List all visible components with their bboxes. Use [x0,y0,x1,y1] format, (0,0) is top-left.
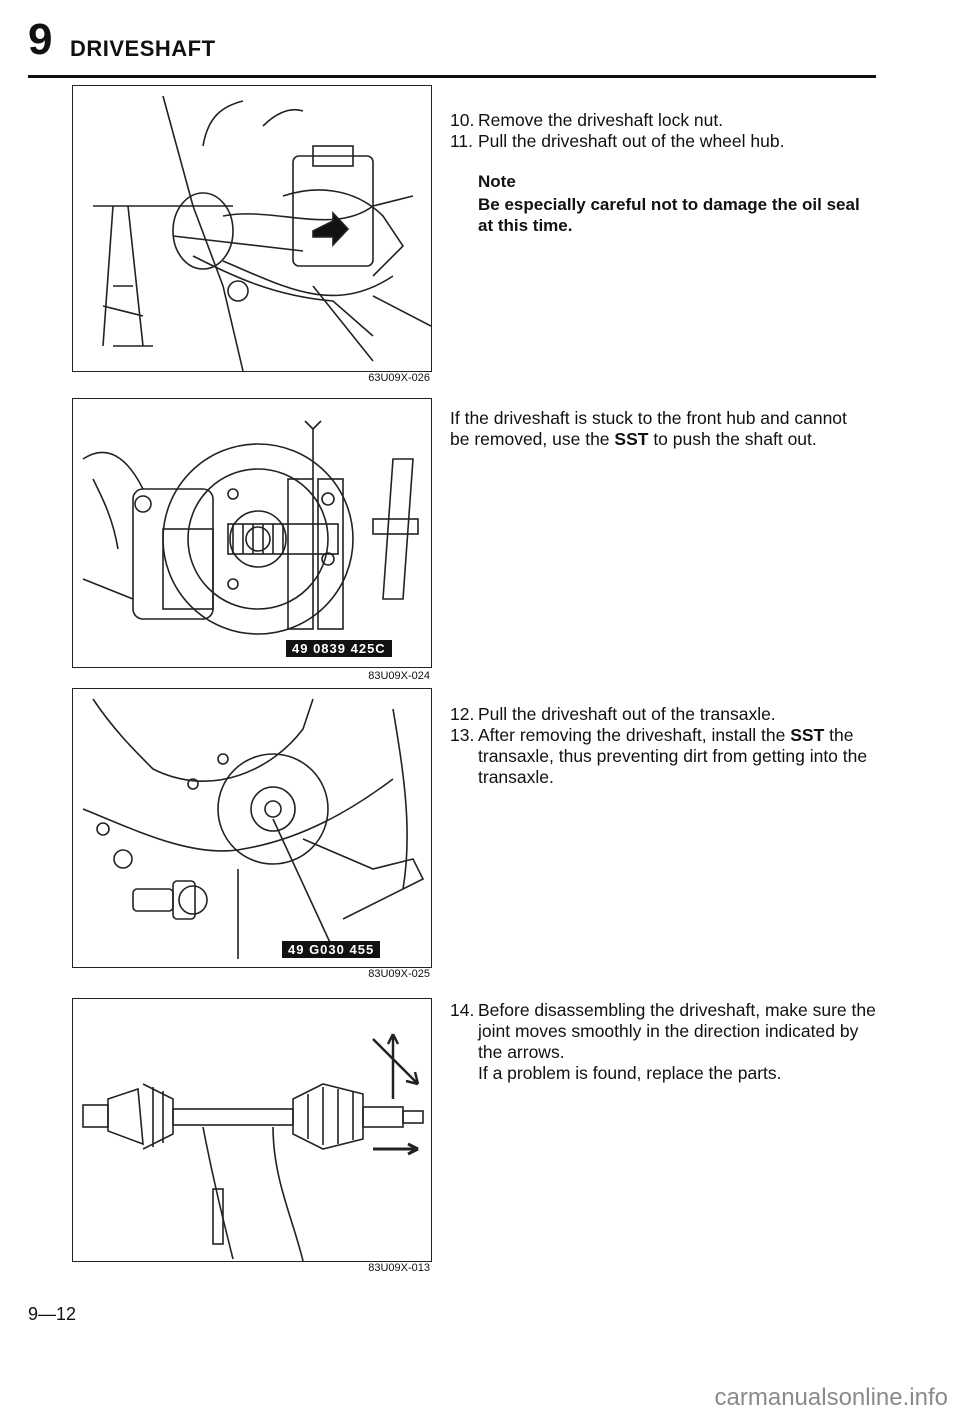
step-number: 12. [450,704,475,724]
figure-push-shaft-sst [72,398,432,668]
step-text: Before disassembling the driveshaft, mak… [478,1000,878,1084]
step-14: 14. Before disassembling the driveshaft,… [450,1000,878,1084]
chapter-number: 9 [28,15,53,64]
step-text-part: the transaxle, thus preventing dirt from… [478,725,868,787]
step-text: Remove the driveshaft lock nut. [478,110,724,130]
step-text-part: After removing the driveshaft, install t… [478,725,791,745]
step-text: Pull the driveshaft out of the transaxle… [478,704,776,724]
figure-install-sst-transaxle [72,688,432,968]
figure-code: 83U09X-013 [368,1262,430,1274]
instruction-text: If the driveshaft is stuck to the front … [450,408,847,449]
figure-illustration [82,1033,424,1261]
figure-code: 83U09X-025 [368,968,430,980]
sst-part-number-label: 49 G030 455 [282,941,381,958]
watermark-logo: carmanualsonline.info [714,1384,948,1411]
step-12: 12. Pull the driveshaft out of the trans… [450,704,878,725]
followup-text: If a problem is found, replace the parts… [478,1063,782,1083]
sst-part-number-label: 49 0839 425C [286,640,392,657]
steps-transaxle: 12. Pull the driveshaft out of the trans… [450,704,878,788]
sst-push-instruction: If the driveshaft is stuck to the front … [450,408,870,450]
figure-code: 83U09X-024 [368,670,430,682]
step-number: 14. [450,1000,475,1020]
steps-check-joint: 14. Before disassembling the driveshaft,… [450,1000,878,1084]
figure-illustration [82,698,425,959]
page-number: 9—12 [28,1304,77,1324]
step-text-part: Before disassembling the driveshaft, mak… [478,1000,876,1062]
figure-remove-locknut [72,85,432,372]
step-number: 11. [450,131,474,151]
step-text: Pull the driveshaft out of the wheel hub… [478,131,785,151]
step-13: 13. After removing the driveshaft, insta… [450,725,878,788]
instruction-text: to push the shaft out. [648,429,817,449]
sst-term: SST [790,725,825,745]
figure-code: 63U09X-026 [368,372,430,384]
step-text: After removing the driveshaft, install t… [478,725,878,788]
step-11: 11. Pull the driveshaft out of the wheel… [450,131,875,152]
step-number: 13. [450,725,475,745]
chapter-title: DRIVESHAFT [70,36,216,61]
note-title: Note [478,172,516,191]
note-body: Be especially careful not to damage the … [478,195,860,235]
step-number: 10. [450,110,475,130]
header-rule [28,75,876,78]
sst-term: SST [614,429,649,449]
step-10: 10. Remove the driveshaft lock nut. [450,110,875,131]
steps-remove-locknut: 10. Remove the driveshaft lock nut. 11. … [450,110,875,152]
figure-illustration [93,95,431,371]
figure-check-joint-movement [72,998,432,1262]
figure-illustration [82,420,419,635]
